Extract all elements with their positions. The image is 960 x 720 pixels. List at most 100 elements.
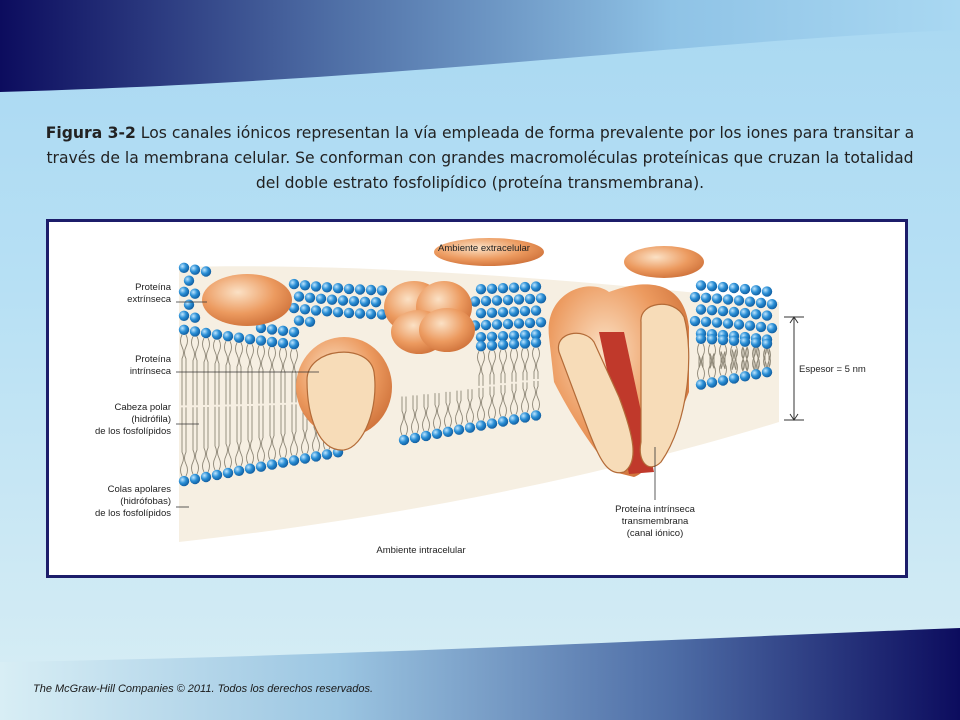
lipid-head	[233, 332, 245, 343]
lipid-head	[343, 283, 355, 295]
lipid-head	[491, 319, 503, 330]
lipid-head	[475, 284, 487, 295]
lipid-head	[706, 305, 718, 316]
figure-caption: Figura 3-2 Los canales iónicos represent…	[40, 121, 920, 196]
left-labels: ProteínaextrínsecaProteínaintrínsecaCabe…	[95, 282, 172, 519]
lipid-head	[288, 278, 300, 290]
lipid-head	[519, 305, 531, 317]
lipid-head	[376, 285, 388, 296]
lipid-head	[519, 412, 531, 423]
lipid-head	[480, 295, 492, 307]
left-label-line: de los fosfolípidos	[95, 508, 171, 519]
lipid-head	[717, 305, 729, 317]
lipid-head	[700, 316, 712, 327]
lipid-head	[750, 285, 762, 296]
lipid-head	[497, 283, 509, 294]
lipid-head	[409, 432, 421, 444]
lipid-head	[486, 331, 498, 342]
lipid-head	[211, 329, 223, 340]
lipid-head	[700, 292, 712, 303]
lipid-head	[266, 459, 278, 470]
lipid-head	[178, 310, 190, 321]
lipid-head	[524, 317, 536, 329]
lipid-head	[200, 266, 212, 277]
lipid-head	[497, 331, 509, 342]
left-label-line: Proteína	[135, 282, 172, 293]
lipid-head	[354, 308, 366, 319]
lipid-head	[722, 294, 734, 305]
lipid-head	[475, 420, 487, 431]
lipid-head	[728, 335, 740, 346]
lipid-head	[706, 334, 718, 345]
lipid-head	[508, 306, 520, 317]
lipid-head	[332, 307, 344, 318]
lipid-head	[733, 319, 745, 330]
lipid-head	[761, 310, 773, 321]
lipid-head	[755, 321, 767, 333]
lipid-head	[222, 467, 234, 479]
lipid-head	[288, 339, 300, 350]
copyright-notice: The McGraw-Hill Companies © 2011. Todos …	[33, 683, 374, 695]
lipid-head	[717, 334, 729, 346]
lipid-head	[535, 293, 547, 304]
lipid-head	[255, 461, 267, 472]
lipid-head	[222, 331, 234, 342]
lipid-head	[189, 473, 201, 485]
lipid-head	[486, 418, 498, 429]
lipid-head	[293, 291, 305, 302]
lipid-head	[761, 367, 773, 378]
lipid-head	[304, 292, 316, 303]
lipid-head	[519, 338, 531, 349]
phospholipid-heads	[178, 262, 778, 487]
lipid-head	[475, 332, 487, 343]
lipid-head	[728, 373, 740, 384]
lipid-head	[497, 416, 509, 427]
lipid-head	[299, 280, 311, 291]
lipid-head	[761, 338, 773, 349]
membrane-diagram: Espesor = 5 nm Ambiente extracelular Amb…	[95, 238, 866, 556]
left-label-line: Cabeza polar	[114, 402, 171, 413]
lipid-head	[480, 319, 492, 331]
left-label-line: (hidrófila)	[131, 414, 171, 425]
lipid-head	[178, 286, 190, 297]
lipid-head	[711, 317, 723, 328]
lipid-head	[326, 294, 338, 305]
top-decorative-band	[0, 0, 960, 92]
lipid-head	[717, 375, 729, 386]
left-label-line: extrínseca	[127, 294, 172, 305]
channel-label-line: transmembrana	[622, 516, 689, 527]
lipid-head	[178, 475, 190, 487]
lipid-head	[695, 280, 707, 291]
bottom-decorative-band	[0, 628, 960, 720]
lipid-head	[178, 262, 190, 273]
lipid-head	[711, 293, 723, 304]
lipid-head	[299, 453, 311, 464]
lipid-head	[502, 294, 514, 306]
lipid-head	[200, 327, 212, 339]
lipid-head	[689, 291, 701, 303]
lipid-head	[189, 312, 201, 323]
lipid-head	[728, 282, 740, 294]
lipid-head	[359, 296, 371, 307]
lipid-head	[299, 304, 311, 315]
lipid-head	[255, 322, 267, 334]
lipid-head	[689, 315, 701, 327]
lipid-head	[728, 306, 740, 318]
lipid-head	[200, 471, 212, 483]
lipid-head	[310, 451, 322, 462]
lipid-head	[189, 288, 201, 299]
lipid-head	[277, 457, 289, 468]
extrinsic-protein	[624, 246, 704, 278]
lipid-head	[519, 329, 531, 341]
lipid-head	[310, 305, 322, 316]
lipid-head	[266, 324, 278, 335]
lipid-head	[277, 325, 289, 336]
lipid-head	[733, 295, 745, 306]
left-label-line: Proteína	[135, 354, 172, 365]
lipid-head	[717, 281, 729, 293]
lipid-head	[189, 326, 201, 337]
lipid-head	[244, 334, 256, 345]
lipid-head	[508, 330, 520, 341]
ion-channel-protein	[548, 284, 690, 477]
lipid-head	[343, 307, 355, 319]
